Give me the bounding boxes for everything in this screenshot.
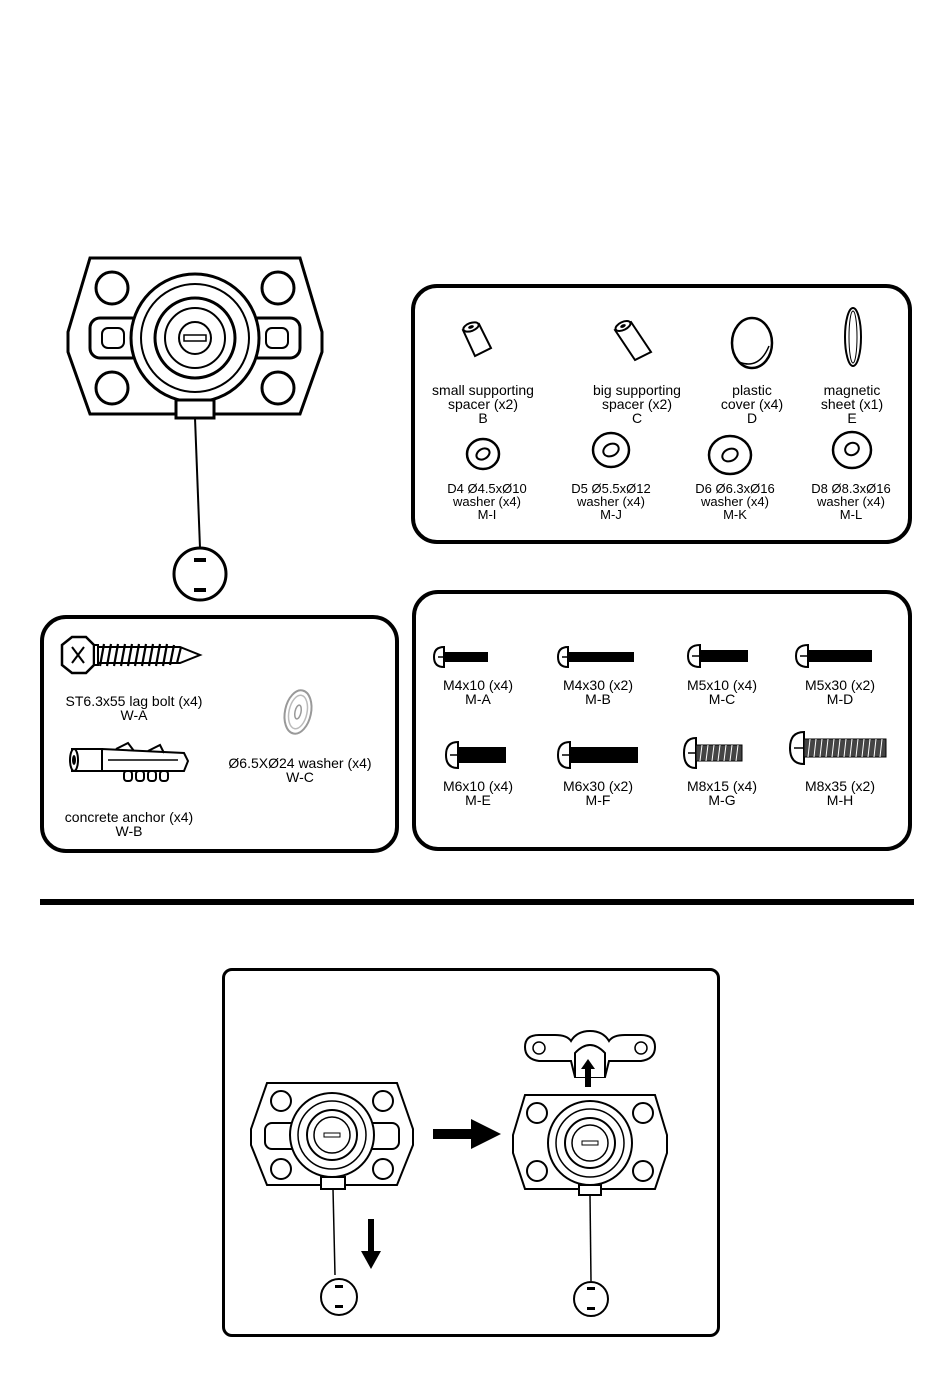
screw-label-m-a: M4x10 (x4)M-A: [442, 677, 514, 707]
screw-m-c-icon: [686, 643, 748, 669]
wall-label-w-a: ST6.3x55 lag bolt (x4)W-A: [65, 693, 203, 723]
wall-label-w-c: Ø6.5XØ24 washer (x4)W-C: [228, 755, 372, 785]
lag-bolt-icon: [60, 635, 203, 675]
wall-label-w-b: concrete anchor (x4)W-B: [64, 809, 194, 839]
screw-label-m-b: M4x30 (x2)M-B: [562, 677, 634, 707]
step-plate-left: [250, 1082, 414, 1316]
plastic-cover-icon: [730, 316, 774, 370]
screw-label-m-e: M6x10 (x4)M-E: [442, 778, 514, 808]
screw-label-m-h: M8x35 (x2)M-H: [804, 778, 876, 808]
right-arrow-icon: [433, 1119, 501, 1149]
screw-label-m-d: M5x30 (x2)M-D: [804, 677, 876, 707]
screw-m-a-icon: [432, 645, 488, 669]
down-arrow-icon: [361, 1219, 381, 1269]
screw-label-m-f: M6x30 (x2)M-F: [562, 778, 634, 808]
screw-label-m-g: M8x15 (x4)M-G: [686, 778, 758, 808]
screw-m-b-icon: [556, 645, 634, 669]
washer-m-k-icon: [707, 434, 753, 476]
screw-m-d-icon: [794, 643, 872, 669]
screw-m-f-icon: [556, 740, 638, 770]
section-divider: [40, 899, 914, 905]
step-plate-right: [512, 1029, 668, 1317]
step-illustration-panel: [222, 968, 720, 1337]
concrete-anchor-icon: [69, 741, 190, 782]
screw-m-h-icon: [788, 730, 887, 766]
screws-panel: M4x10 (x4)M-A M4x30 (x2)M-B M5x10 (x4)M-…: [412, 590, 912, 851]
wall-plate-illustration: [66, 256, 324, 602]
washer-m-l-icon: [831, 430, 873, 470]
wall-hardware-panel: ST6.3x55 lag bolt (x4)W-A concrete ancho…: [40, 615, 399, 853]
magnetic-sheet-icon: [844, 307, 862, 367]
screw-label-m-c: M5x10 (x4)M-C: [686, 677, 758, 707]
small-spacer-icon: [461, 321, 493, 358]
big-spacer-icon: [613, 320, 653, 362]
washer-m-j-icon: [591, 431, 631, 469]
wall-washer-icon: [283, 689, 313, 735]
screw-m-g-icon: [682, 736, 743, 770]
screw-m-e-icon: [444, 740, 506, 770]
washer-m-i-icon: [465, 437, 501, 471]
